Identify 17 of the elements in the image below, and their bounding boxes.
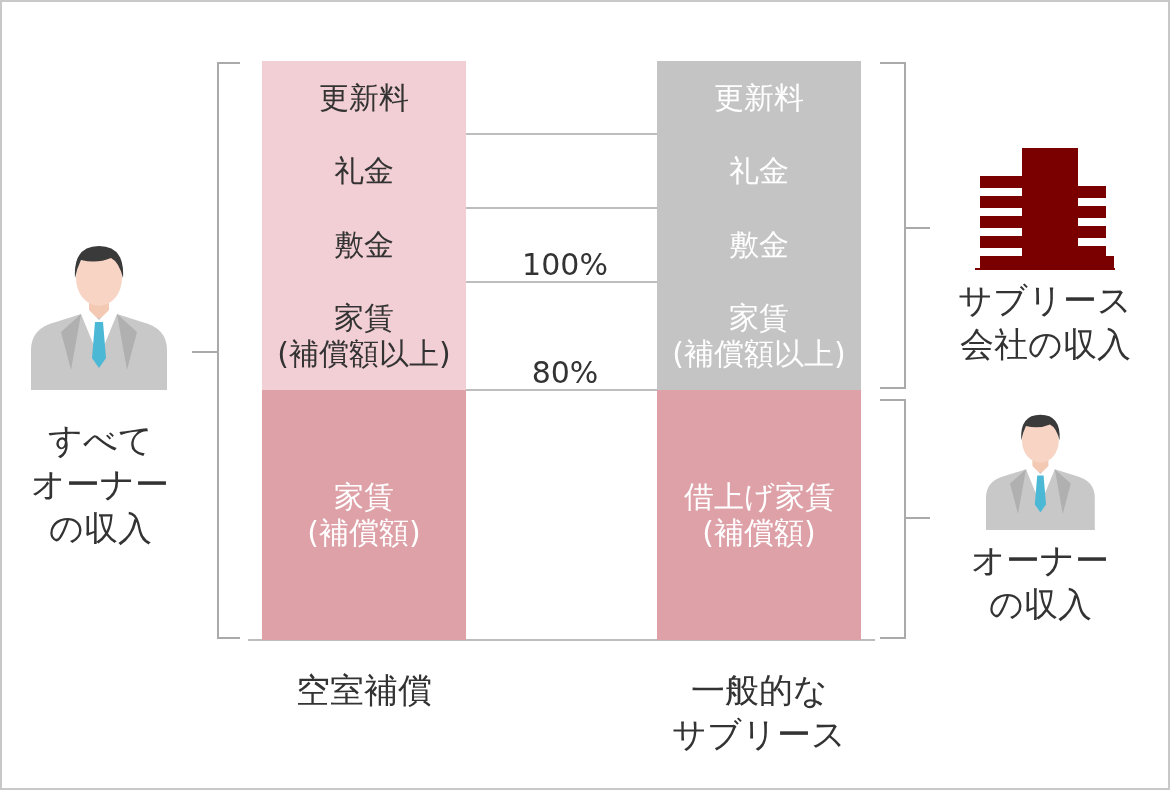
- percent-label: 80%: [530, 354, 600, 392]
- table-cell: 家賃(補償額): [262, 390, 466, 640]
- table-cell: 礼金: [262, 134, 466, 208]
- table-cell: 礼金: [657, 134, 861, 208]
- income-label: すべてオーナーの収入: [30, 419, 170, 551]
- column-label: 空室補償: [295, 669, 433, 712]
- percent-label: 100%: [521, 246, 609, 284]
- income-label: オーナーの収入: [970, 539, 1110, 627]
- table-cell: 敷金: [262, 208, 466, 282]
- table-cell: 家賃(補償額以上): [262, 282, 466, 390]
- income-label: サブリース会社の収入: [957, 279, 1133, 367]
- table-cell: 家賃(補償額以上): [657, 282, 861, 390]
- table-cell: 更新料: [262, 61, 466, 134]
- column-label: 一般的なサブリース: [671, 669, 847, 757]
- table-cell: 敷金: [657, 208, 861, 282]
- table-cell: 借上げ家賃(補償額): [657, 390, 861, 640]
- table-cell: 更新料: [657, 61, 861, 134]
